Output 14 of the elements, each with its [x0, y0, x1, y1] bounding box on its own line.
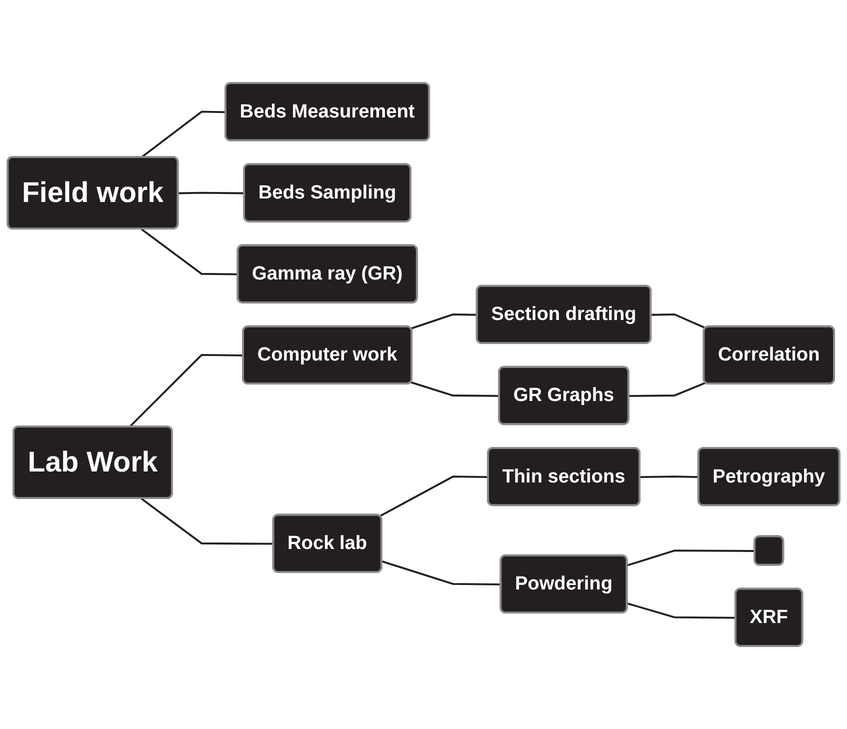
connector	[410, 381, 500, 397]
connector	[178, 192, 245, 194]
connector	[627, 550, 756, 566]
connector	[379, 476, 488, 517]
connector	[651, 313, 706, 329]
connector	[640, 476, 699, 478]
connector	[140, 110, 226, 158]
connector	[140, 498, 274, 545]
connector	[382, 560, 502, 586]
connector	[140, 228, 238, 276]
connector	[410, 313, 478, 330]
connector	[628, 382, 706, 397]
connector	[627, 602, 736, 619]
connector	[128, 354, 244, 428]
